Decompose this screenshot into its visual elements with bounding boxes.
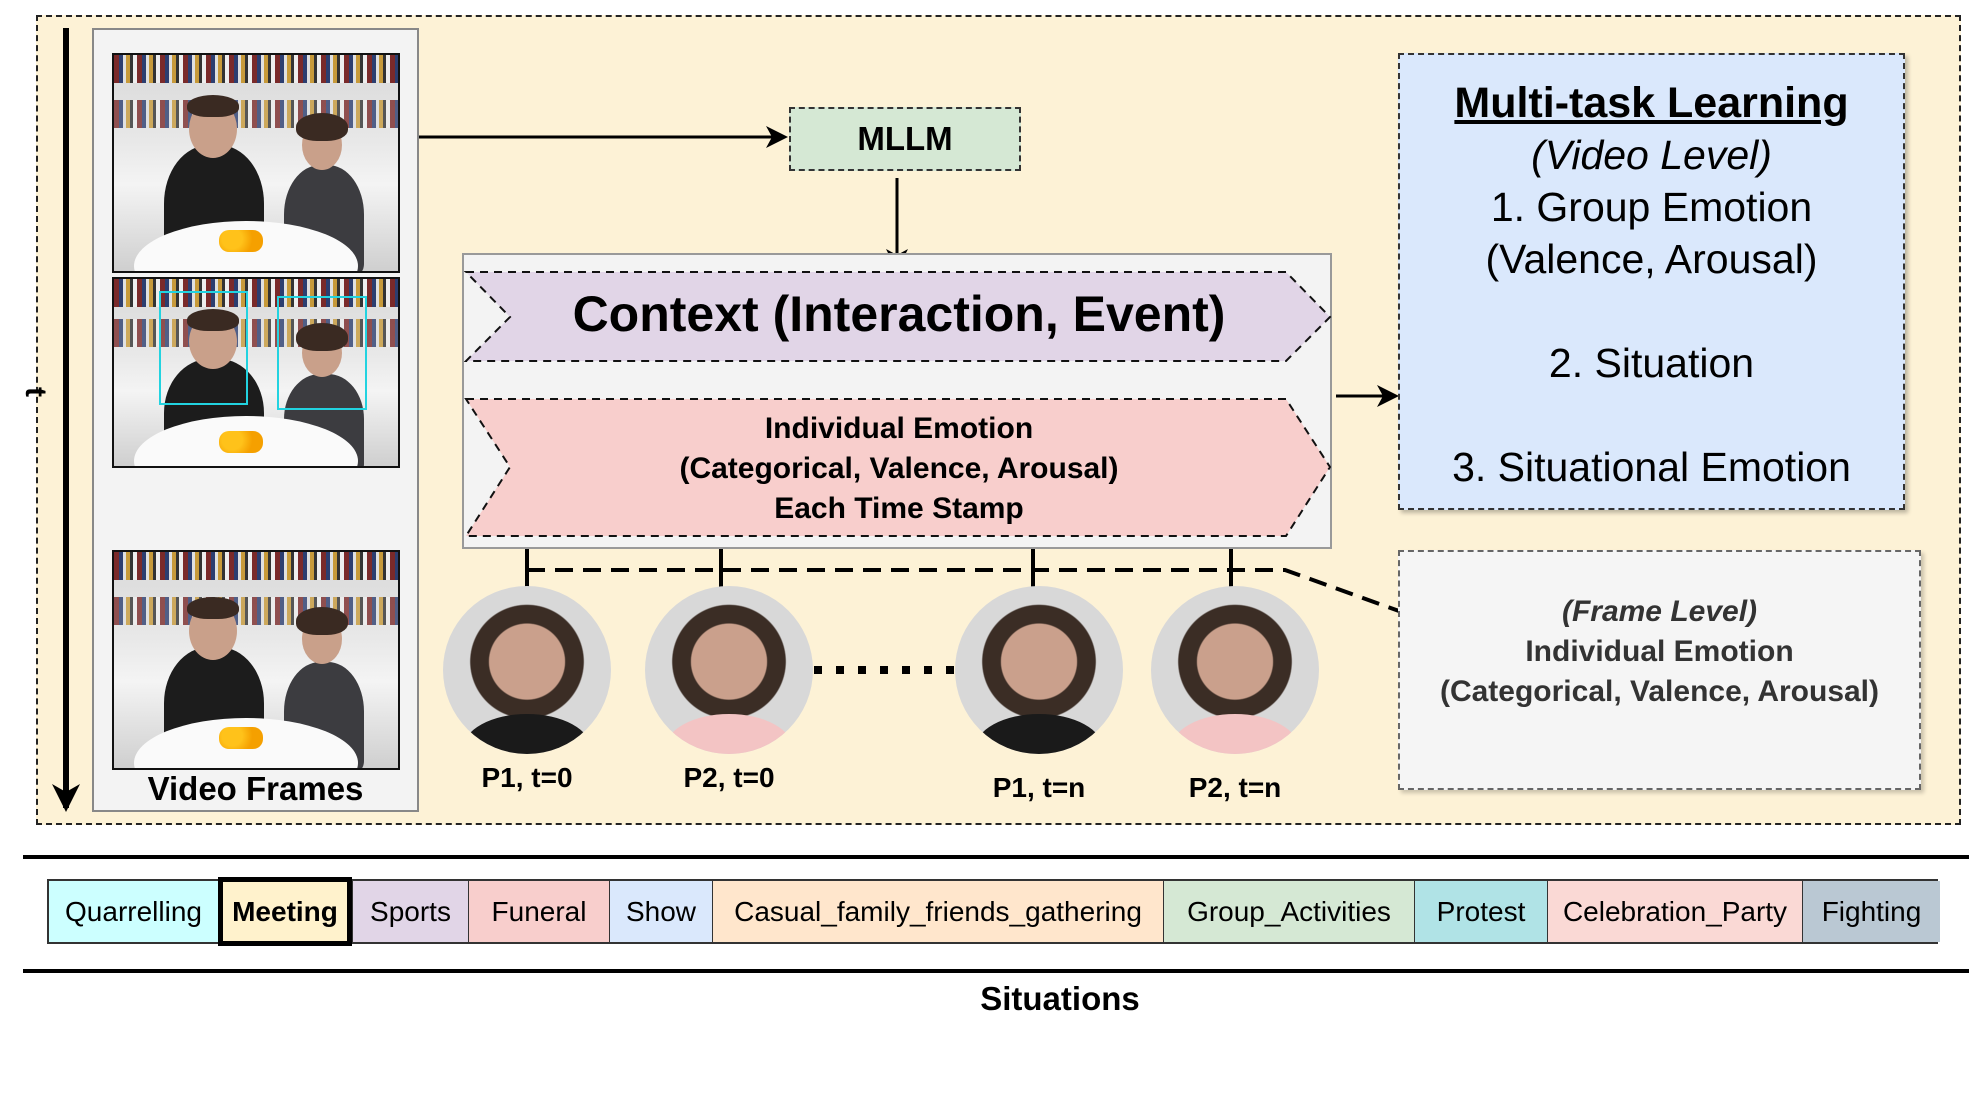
- individual-emotion-line3: Each Time Stamp: [774, 492, 1024, 525]
- multitask-item3: 3. Situational Emotion: [1452, 444, 1851, 490]
- individual-emotion-line2: (Categorical, Valence, Arousal): [679, 452, 1119, 485]
- video-frame-n: [112, 550, 400, 770]
- face-bounding-box-p2: [277, 296, 367, 410]
- frame-level-dashed-link: [527, 568, 1400, 613]
- situations-caption: Situations: [980, 980, 1140, 1017]
- video-frames-label: Video Frames: [147, 770, 364, 807]
- video-frame-2: [112, 277, 400, 468]
- person-label: P1, t=0: [481, 762, 573, 793]
- context-chevrons: [464, 271, 1332, 537]
- face-crop-p1-t0: [443, 586, 611, 754]
- individual-emotion-chevron: [464, 398, 1332, 537]
- individual-emotion-text: Individual Emotion (Categorical, Valence…: [464, 409, 1334, 529]
- video-frame-1: [112, 53, 400, 273]
- situation-show: Show: [609, 881, 712, 942]
- multitask-title: Multi-task Learning: [1454, 79, 1849, 127]
- frame-level-line1: (Frame Level): [1561, 595, 1758, 628]
- situation-casual-family-friends-gathering: Casual_family_friends_gathering: [712, 881, 1163, 942]
- situation-funeral: Funeral: [468, 881, 609, 942]
- person-label: P2, t=n: [1188, 772, 1282, 803]
- multitask-item1-line1: 1. Group Emotion: [1490, 184, 1813, 230]
- situation-meeting: Meeting: [218, 877, 352, 946]
- frame-level-box: (Frame Level) Individual Emotion (Catego…: [1398, 550, 1921, 790]
- mllm-box: MLLM: [789, 107, 1021, 171]
- video-frames-panel: Video Frames: [92, 28, 419, 812]
- situation-group-activities: Group_Activities: [1163, 881, 1414, 942]
- face-crop-p2-tn: [1151, 586, 1319, 754]
- context-title: Context (Interaction, Event): [572, 286, 1226, 342]
- context-chevron: [464, 271, 1332, 362]
- situation-celebration-party: Celebration_Party: [1547, 881, 1802, 942]
- mllm-label: MLLM: [857, 120, 953, 157]
- situation-protest: Protest: [1414, 881, 1547, 942]
- multitask-subtitle: (Video Level): [1531, 132, 1772, 178]
- situation-sports: Sports: [352, 881, 468, 942]
- face-crop-p2-t0: [645, 586, 813, 754]
- person-label: P1, t=n: [992, 772, 1086, 803]
- frame-level-line2: Individual Emotion: [1525, 635, 1794, 668]
- time-axis-label: t: [19, 387, 52, 397]
- situation-quarrelling: Quarrelling: [49, 881, 218, 942]
- individual-emotion-line1: Individual Emotion: [764, 412, 1034, 445]
- context-box: Context (Interaction, Event) Individual …: [462, 253, 1332, 549]
- multitask-item1-line2: (Valence, Arousal): [1485, 236, 1818, 282]
- person-label: P2, t=0: [683, 762, 775, 793]
- multitask-item2: 2. Situation: [1548, 340, 1755, 386]
- frame-level-line3: (Categorical, Valence, Arousal): [1439, 675, 1880, 708]
- face-bounding-box-p1: [159, 291, 248, 405]
- situation-fighting: Fighting: [1802, 881, 1940, 942]
- multitask-box: Multi-task Learning (Video Level) 1. Gro…: [1398, 53, 1905, 510]
- face-crop-p1-tn: [955, 586, 1123, 754]
